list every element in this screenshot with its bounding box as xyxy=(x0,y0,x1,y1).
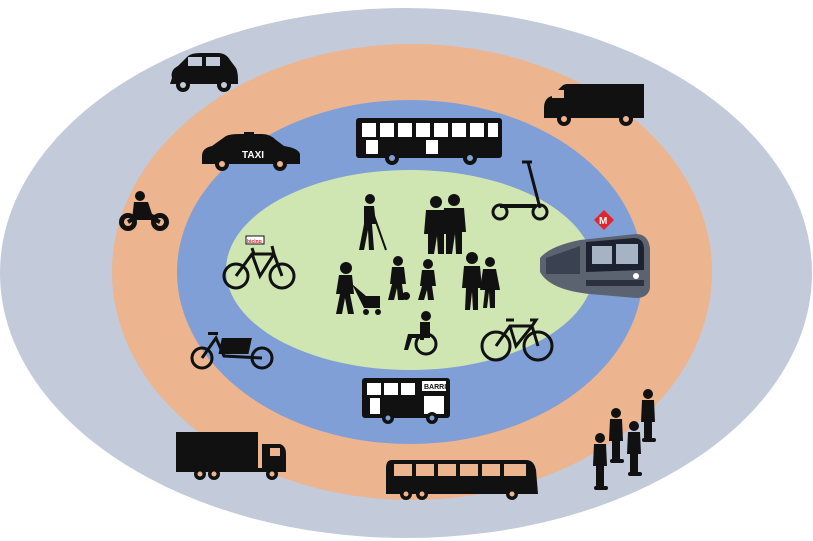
city-bus-icon xyxy=(356,118,502,165)
metro-badge: M xyxy=(594,210,614,230)
cargo-bike-icon xyxy=(190,332,274,370)
bicycle-icon xyxy=(480,318,554,362)
delivery-van-icon xyxy=(544,84,644,126)
children-playing-ball-icon xyxy=(388,256,436,300)
elderly-couple-icon xyxy=(424,194,466,254)
truck-icon xyxy=(176,432,286,480)
shared-bicycle-icon: bicing xyxy=(222,235,296,290)
barri-label: BARRI xyxy=(424,384,446,391)
wheelchair-user-icon xyxy=(404,311,438,356)
taxi-icon: TAXI xyxy=(202,132,300,171)
bicing-label: bicing xyxy=(247,239,262,245)
car-icon xyxy=(170,53,238,92)
motorcycle-icon xyxy=(119,191,169,231)
electric-scooter-icon xyxy=(491,160,549,221)
metro-label: M xyxy=(599,216,607,227)
coach-bus-icon xyxy=(386,460,538,500)
couple-walking-icon xyxy=(462,252,500,310)
blind-walker-icon xyxy=(359,194,387,251)
taxi-label: TAXI xyxy=(242,150,264,161)
parent-with-stroller-icon xyxy=(336,262,381,315)
neighbourhood-bus-icon: BARRI xyxy=(362,378,450,424)
metro-train-icon: M xyxy=(540,210,650,298)
segway-group-icon xyxy=(593,389,656,490)
